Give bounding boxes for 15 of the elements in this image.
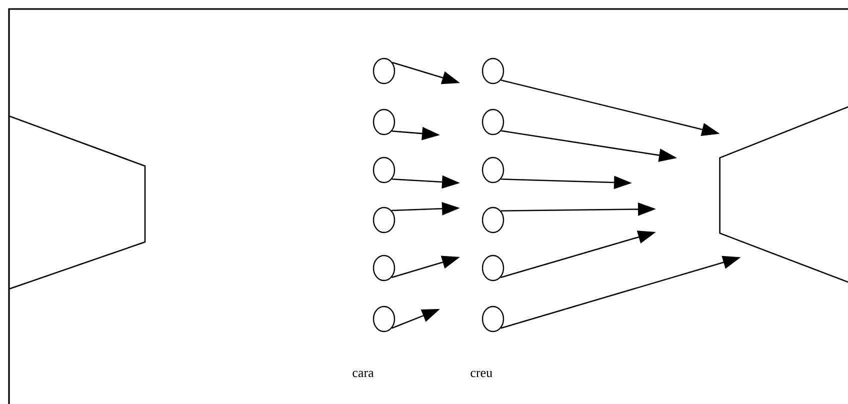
circle <box>482 206 504 234</box>
column-label: creu <box>470 370 492 378</box>
circle <box>482 108 504 136</box>
circle <box>372 156 396 184</box>
circle <box>482 306 504 332</box>
circle <box>372 206 396 234</box>
circle <box>482 58 504 84</box>
circle <box>372 108 396 136</box>
electrode-drawing <box>719 106 848 283</box>
circle <box>372 254 396 282</box>
column-label: cara <box>352 370 374 378</box>
circle <box>482 254 504 282</box>
circle <box>372 58 396 84</box>
circle <box>372 306 396 332</box>
circle <box>482 156 504 184</box>
